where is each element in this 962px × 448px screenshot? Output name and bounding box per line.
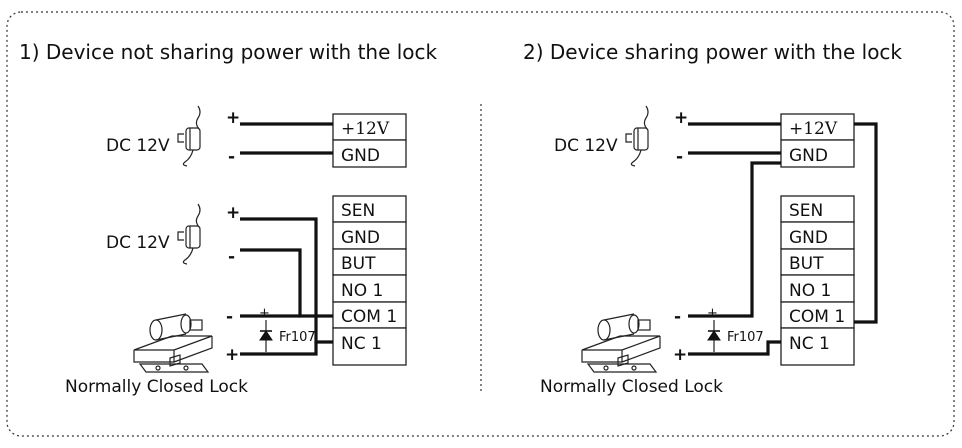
terminal-com1: COM 1: [789, 307, 845, 327]
psu-minus-sign: -: [676, 147, 683, 167]
right-io-terminal-block: SEN GND BUT NO 1 COM 1 NC 1: [780, 195, 855, 366]
panel-left-title: 1) Device not sharing power with the loc…: [19, 40, 438, 64]
diode-icon: [707, 319, 721, 353]
psu2-minus-sign: -: [228, 247, 235, 267]
psu1-plus-sign: +: [226, 108, 240, 128]
terminal-gnd-io: GND: [341, 228, 380, 248]
terminal-sen: SEN: [789, 201, 823, 221]
diode-icon: [259, 319, 273, 353]
panel-right: 2) Device sharing power with the lock +1…: [523, 40, 902, 397]
terminal-gnd: GND: [341, 146, 380, 166]
lock-plus-sign: +: [673, 345, 687, 365]
power-adapter-icon: [177, 105, 201, 167]
terminal-12v: +12V: [341, 119, 390, 139]
power-adapter-icon: [177, 203, 201, 265]
power-adapter-icon: [625, 105, 649, 167]
diode-plus-mark: +: [707, 306, 718, 321]
wire-psu2-minus-to-com1: [240, 248, 333, 318]
diode-label: Fr107: [279, 330, 316, 345]
diode-plus-mark: +: [259, 306, 270, 321]
terminal-com1: COM 1: [341, 307, 397, 327]
terminal-12v: +12V: [789, 119, 838, 139]
lock-label: Normally Closed Lock: [65, 377, 248, 397]
psu-label: DC 12V: [554, 136, 618, 156]
terminal-but: BUT: [789, 254, 824, 274]
terminal-but: BUT: [341, 254, 376, 274]
terminal-nc1: NC 1: [789, 334, 830, 354]
left-io-terminal-block: SEN GND BUT NO 1 COM 1 NC 1: [332, 195, 407, 366]
terminal-nc1: NC 1: [341, 334, 382, 354]
lock-label: Normally Closed Lock: [540, 377, 723, 397]
terminal-no1: NO 1: [341, 281, 383, 301]
terminal-gnd-io: GND: [789, 228, 828, 248]
psu1-label: DC 12V: [106, 136, 170, 156]
lock-plus-sign: +: [225, 345, 239, 365]
wire-12v-to-com1: [854, 122, 878, 324]
panel-right-title: 2) Device sharing power with the lock: [523, 40, 902, 64]
psu1-minus-sign: -: [228, 147, 235, 167]
panel-left: 1) Device not sharing power with the loc…: [19, 40, 438, 397]
terminal-sen: SEN: [341, 201, 375, 221]
terminal-no1: NO 1: [789, 281, 831, 301]
wire-psu2-plus-to-nc1: [240, 217, 333, 344]
left-power-terminal-block: +12V GND: [332, 113, 407, 168]
wire-gnd-to-lock-minus: [688, 161, 781, 318]
lock-icon: [133, 313, 213, 373]
right-power-terminal-block: +12V GND: [780, 113, 855, 168]
lock-minus-sign: -: [674, 307, 681, 327]
lock-minus-sign: -: [226, 307, 233, 327]
psu-plus-sign: +: [674, 108, 688, 128]
lock-icon: [581, 313, 661, 373]
wire-lock-plus: [240, 342, 318, 356]
psu2-label: DC 12V: [106, 233, 170, 253]
wire-lock-plus-to-nc1: [688, 340, 781, 356]
terminal-gnd: GND: [789, 146, 828, 166]
psu2-plus-sign: +: [226, 203, 240, 223]
diode-label: Fr107: [727, 330, 764, 345]
